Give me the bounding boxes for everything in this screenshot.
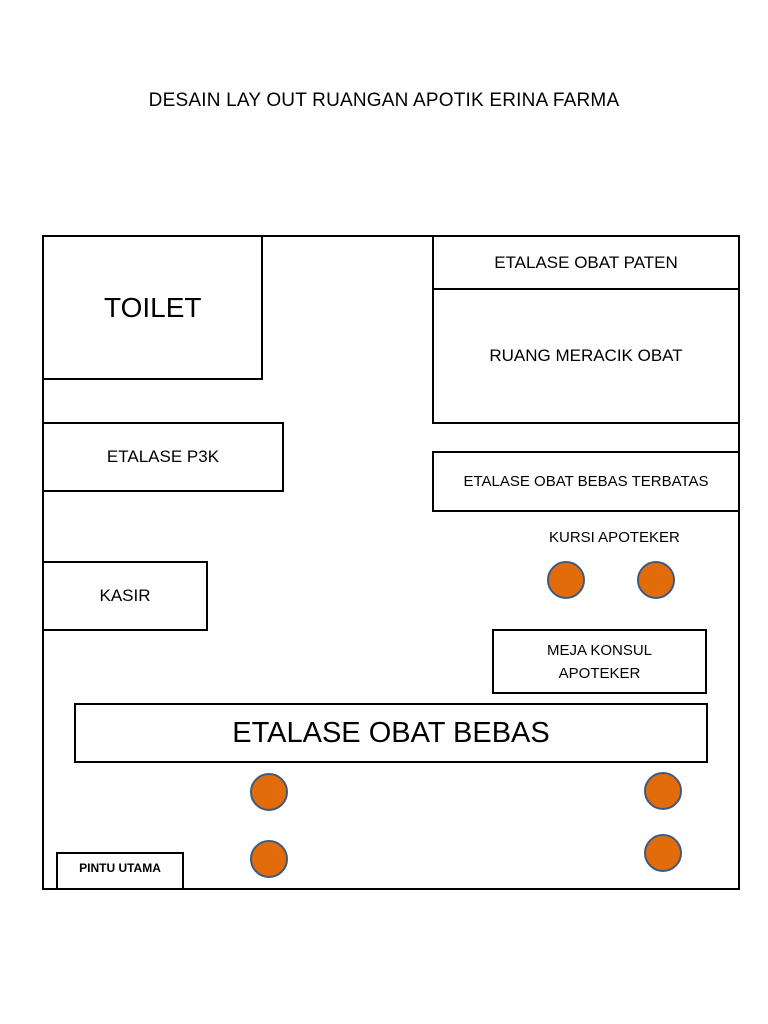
pintu-utama: PINTU UTAMA [56,852,184,890]
ruang-meracik-obat-label: RUANG MERACIK OBAT [489,346,683,365]
chair-customer-1 [250,773,288,811]
toilet-area: TOILET [42,235,263,380]
meja-konsul-label-line1: MEJA KONSUL [546,641,653,659]
kursi-apoteker-label: KURSI APOTEKER [549,529,680,546]
ruang-meracik-obat: RUANG MERACIK OBAT [432,288,740,424]
chair-apoteker-2 [637,561,675,599]
chair-customer-2 [644,772,682,810]
etalase-p3k-label: ETALASE P3K [106,447,220,466]
toilet-label: TOILET [104,291,202,323]
pintu-utama-label: PINTU UTAMA [79,861,161,875]
meja-konsul-apoteker: MEJA KONSUL APOTEKER [492,629,707,694]
kasir: KASIR [42,561,208,631]
etalase-obat-paten-label: ETALASE OBAT PATEN [494,252,678,272]
meja-konsul-label-line2: APOTEKER [558,664,641,682]
chair-customer-4 [644,834,682,872]
diagram-title: DESAIN LAY OUT RUANGAN APOTIK ERINA FARM… [148,90,620,111]
etalase-obat-bebas: ETALASE OBAT BEBAS [74,703,708,763]
kasir-label: KASIR [99,586,151,605]
chair-apoteker-1 [547,561,585,599]
etalase-obat-bebas-terbatas: ETALASE OBAT BEBAS TERBATAS [432,451,740,512]
chair-customer-3 [250,840,288,878]
etalase-p3k: ETALASE P3K [42,422,284,492]
etalase-obat-bebas-terbatas-label: ETALASE OBAT BEBAS TERBATAS [463,473,709,490]
etalase-obat-paten: ETALASE OBAT PATEN [432,235,740,290]
etalase-obat-bebas-label: ETALASE OBAT BEBAS [232,716,550,749]
